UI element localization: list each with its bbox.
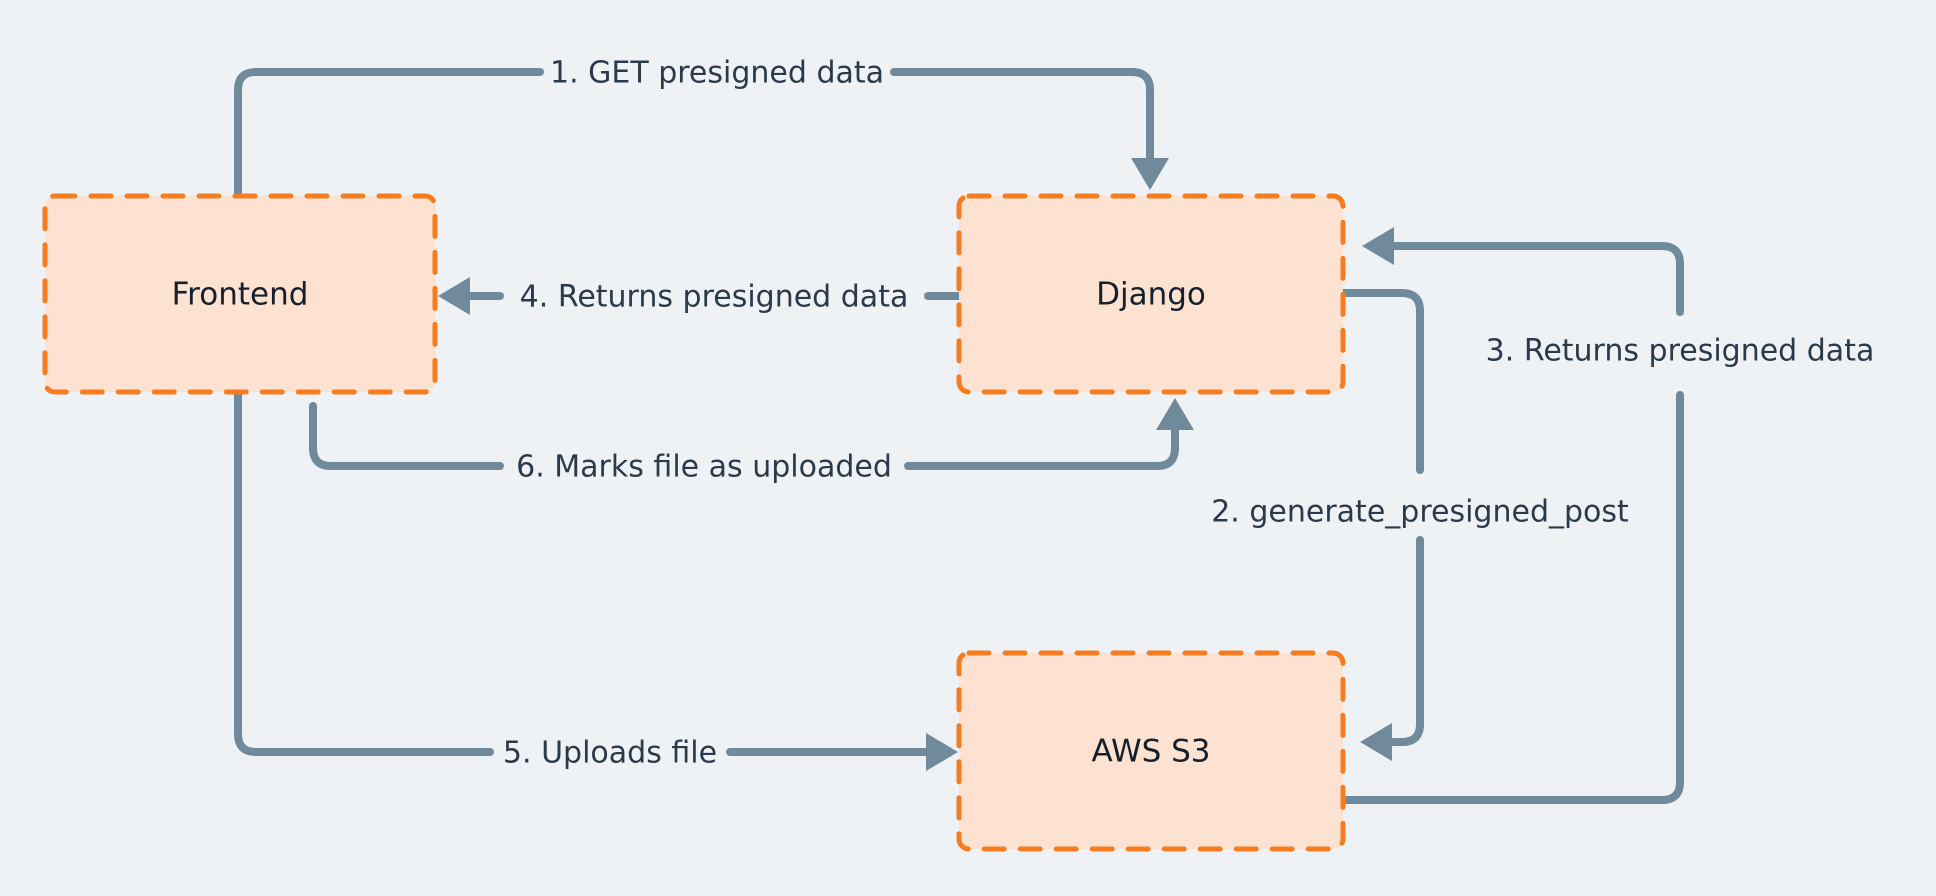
edge-3-path-upper — [1386, 242, 1684, 316]
edge-2-generate-presigned-post: 2. generate_presigned_post — [1211, 289, 1629, 761]
edge-1-arrowhead — [1131, 158, 1169, 190]
edge-2-label: 2. generate_presigned_post — [1211, 495, 1629, 530]
edge-6-marks-file-as-uploaded: 6. Marks file as uploaded — [309, 398, 1194, 485]
node-frontend-label: Frontend — [172, 277, 309, 313]
edge-4-arrowhead — [438, 277, 470, 315]
node-aws-s3-label: AWS S3 — [1091, 734, 1210, 770]
edge-3-label: 3. Returns presigned data — [1486, 334, 1875, 369]
edge-5-arrowhead — [926, 733, 958, 771]
edge-2-path-top — [1339, 289, 1424, 474]
edge-5-uploads-file: 5. Uploads file — [234, 386, 958, 771]
edge-1-get-presigned-data: 1. GET presigned data — [234, 56, 1169, 200]
edge-6-path-left — [309, 402, 504, 470]
edge-4-label: 4. Returns presigned data — [520, 280, 909, 315]
edge-6-path-right — [904, 421, 1179, 470]
edge-5-path-left — [234, 386, 494, 756]
node-django[interactable]: Django — [956, 193, 1346, 395]
edge-1-path-left — [234, 68, 544, 200]
edge-2-path-bottom — [1384, 536, 1424, 746]
edge-6-arrowhead — [1156, 398, 1194, 430]
node-aws-s3[interactable]: AWS S3 — [956, 650, 1346, 852]
edge-6-label: 6. Marks file as uploaded — [516, 450, 892, 485]
edge-3-arrowhead — [1362, 227, 1394, 265]
node-aws-s3-box[interactable] — [956, 650, 1346, 852]
edge-3-returns-presigned-data: 3. Returns presigned data — [1339, 227, 1875, 804]
edge-1-label: 1. GET presigned data — [550, 56, 884, 91]
node-django-box[interactable] — [956, 193, 1346, 395]
edge-4-returns-presigned-data: 4. Returns presigned data — [438, 277, 963, 315]
edge-1-path-right — [890, 68, 1154, 170]
node-frontend-box[interactable] — [42, 193, 438, 395]
edge-3-path-lower — [1339, 391, 1684, 804]
edge-5-label: 5. Uploads file — [503, 736, 717, 771]
node-frontend[interactable]: Frontend — [42, 193, 438, 395]
node-django-label: Django — [1096, 277, 1206, 313]
edge-2-arrowhead — [1360, 723, 1392, 761]
